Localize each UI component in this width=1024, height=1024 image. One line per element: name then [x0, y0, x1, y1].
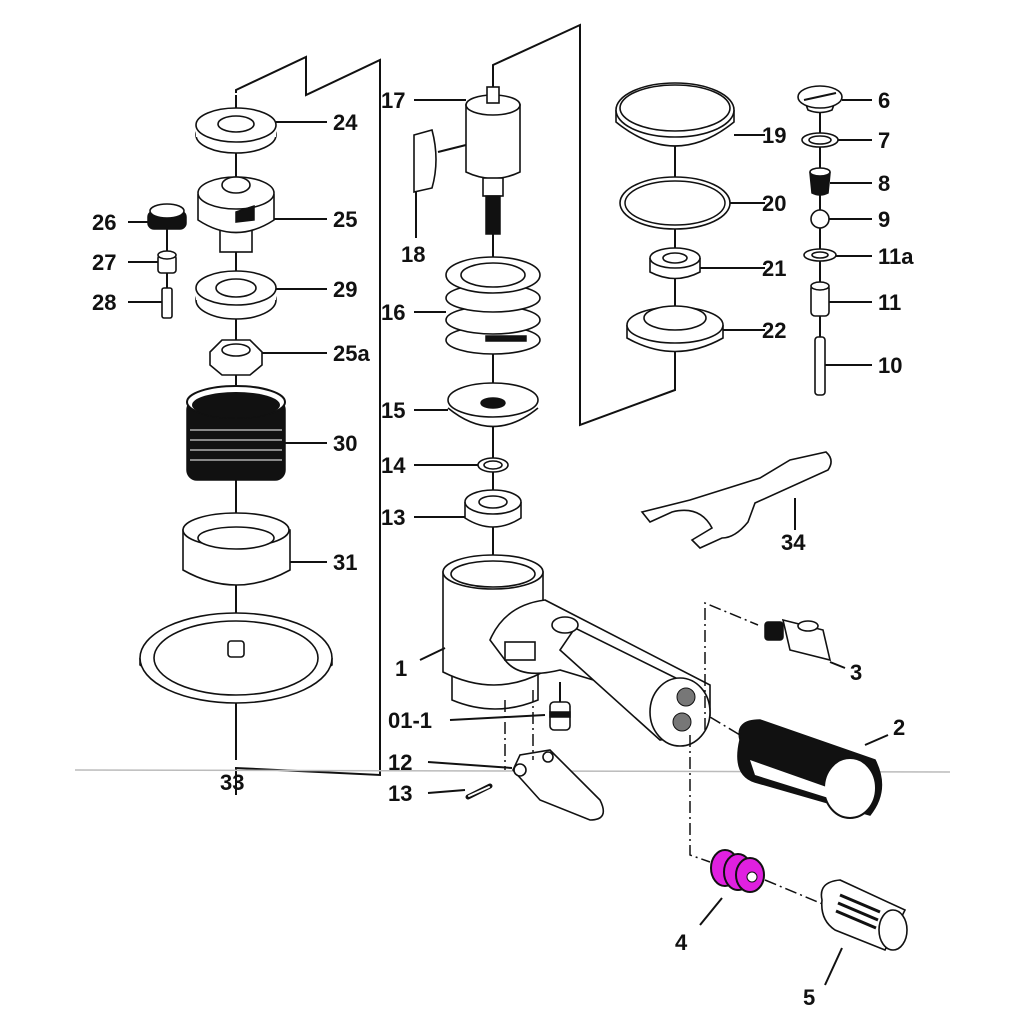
label-20: 19 — [762, 123, 786, 148]
label-30: 30 — [333, 431, 357, 456]
part-31-collar — [182, 512, 291, 586]
label-33: 33 — [220, 770, 244, 795]
part-3-air-fitting — [704, 601, 832, 730]
label-24: 24 — [333, 110, 358, 135]
part-16-end-plate — [447, 382, 539, 428]
label-22: 21 — [762, 256, 786, 281]
part-21-o-ring — [619, 176, 731, 230]
part-6-plug-screw — [797, 85, 843, 114]
label-4: 4 — [675, 930, 688, 955]
label-17: 16 — [381, 300, 405, 325]
part-33-backing-pad — [139, 612, 333, 704]
label-29: 29 — [333, 277, 357, 302]
label-11: 11 — [878, 290, 901, 315]
label-10: 10 — [878, 353, 902, 378]
label-2: 2 — [893, 715, 905, 740]
part-18-rotor — [465, 86, 521, 235]
part-27-sleeve — [157, 250, 177, 274]
label-13: 13 — [388, 781, 412, 806]
axis-line-5 — [764, 879, 826, 906]
label-23: 22 — [762, 318, 786, 343]
label-27: 27 — [92, 250, 116, 275]
label-7: 7 — [878, 128, 890, 153]
part-5-muffler — [820, 879, 908, 952]
part-20-cover — [615, 82, 735, 147]
label-12: 12 — [388, 750, 412, 775]
label-3: 3 — [850, 660, 862, 685]
label-15: 14 — [381, 453, 406, 478]
part-34-wrench — [640, 451, 832, 549]
part-29-bearing — [195, 270, 277, 320]
part-01-1-valve — [549, 682, 571, 731]
label-11a: 11a — [878, 244, 914, 269]
part-30-threaded-ring — [186, 385, 286, 481]
axis-line-4 — [689, 735, 711, 863]
part-22-bearing — [649, 247, 701, 280]
label-19: 18 — [401, 242, 425, 267]
part-12-lever — [504, 690, 605, 821]
label-34: 34 — [781, 530, 806, 555]
part-10-rod — [814, 336, 826, 396]
label-26: 26 — [92, 210, 116, 235]
part-11a-washer — [803, 248, 837, 262]
part-9-ball — [810, 209, 830, 229]
part-7-washer — [801, 132, 839, 148]
part-2-grip — [709, 716, 883, 819]
label-6: 6 — [878, 88, 890, 113]
part-25-spindle — [197, 176, 275, 253]
leader-lines — [128, 99, 889, 986]
part-19-vane — [413, 129, 467, 238]
label-28: 28 — [92, 290, 116, 315]
part-8-spring — [809, 167, 831, 196]
part-17-cylinder — [445, 256, 541, 355]
label-5: 5 — [803, 985, 815, 1010]
right-assembly-bracket — [492, 23, 676, 427]
left-assembly-bracket — [235, 55, 381, 795]
part-4-exhaust-valve-highlighted — [710, 849, 765, 893]
part-28-pin — [161, 287, 173, 319]
label-31: 31 — [333, 550, 357, 575]
label-14: 13 — [381, 505, 405, 530]
part-15-o-ring — [477, 457, 509, 473]
label-25: 25 — [333, 207, 357, 232]
label-8: 8 — [878, 171, 890, 196]
part-13-pin — [465, 783, 493, 800]
label-16: 15 — [381, 398, 405, 423]
part-23-bearing-holder — [626, 305, 724, 353]
part-1-housing — [442, 554, 711, 747]
label-25a: 25a — [333, 341, 370, 366]
label-01-1: 01-1 — [388, 708, 432, 733]
part-26-knurled-nut — [147, 203, 187, 230]
label-21: 20 — [762, 191, 786, 216]
part-11-valve-seat — [810, 281, 830, 317]
part-24-bearing — [195, 107, 277, 154]
label-9: 9 — [878, 207, 890, 232]
label-18: 17 — [381, 88, 405, 113]
label-1: 1 — [395, 656, 407, 681]
part-14-bearing — [464, 489, 522, 528]
part-labels: 24 25 26 27 28 29 25a 30 31 33 17 18 16 … — [92, 88, 914, 1010]
part-25a-hex-nut — [209, 339, 263, 376]
